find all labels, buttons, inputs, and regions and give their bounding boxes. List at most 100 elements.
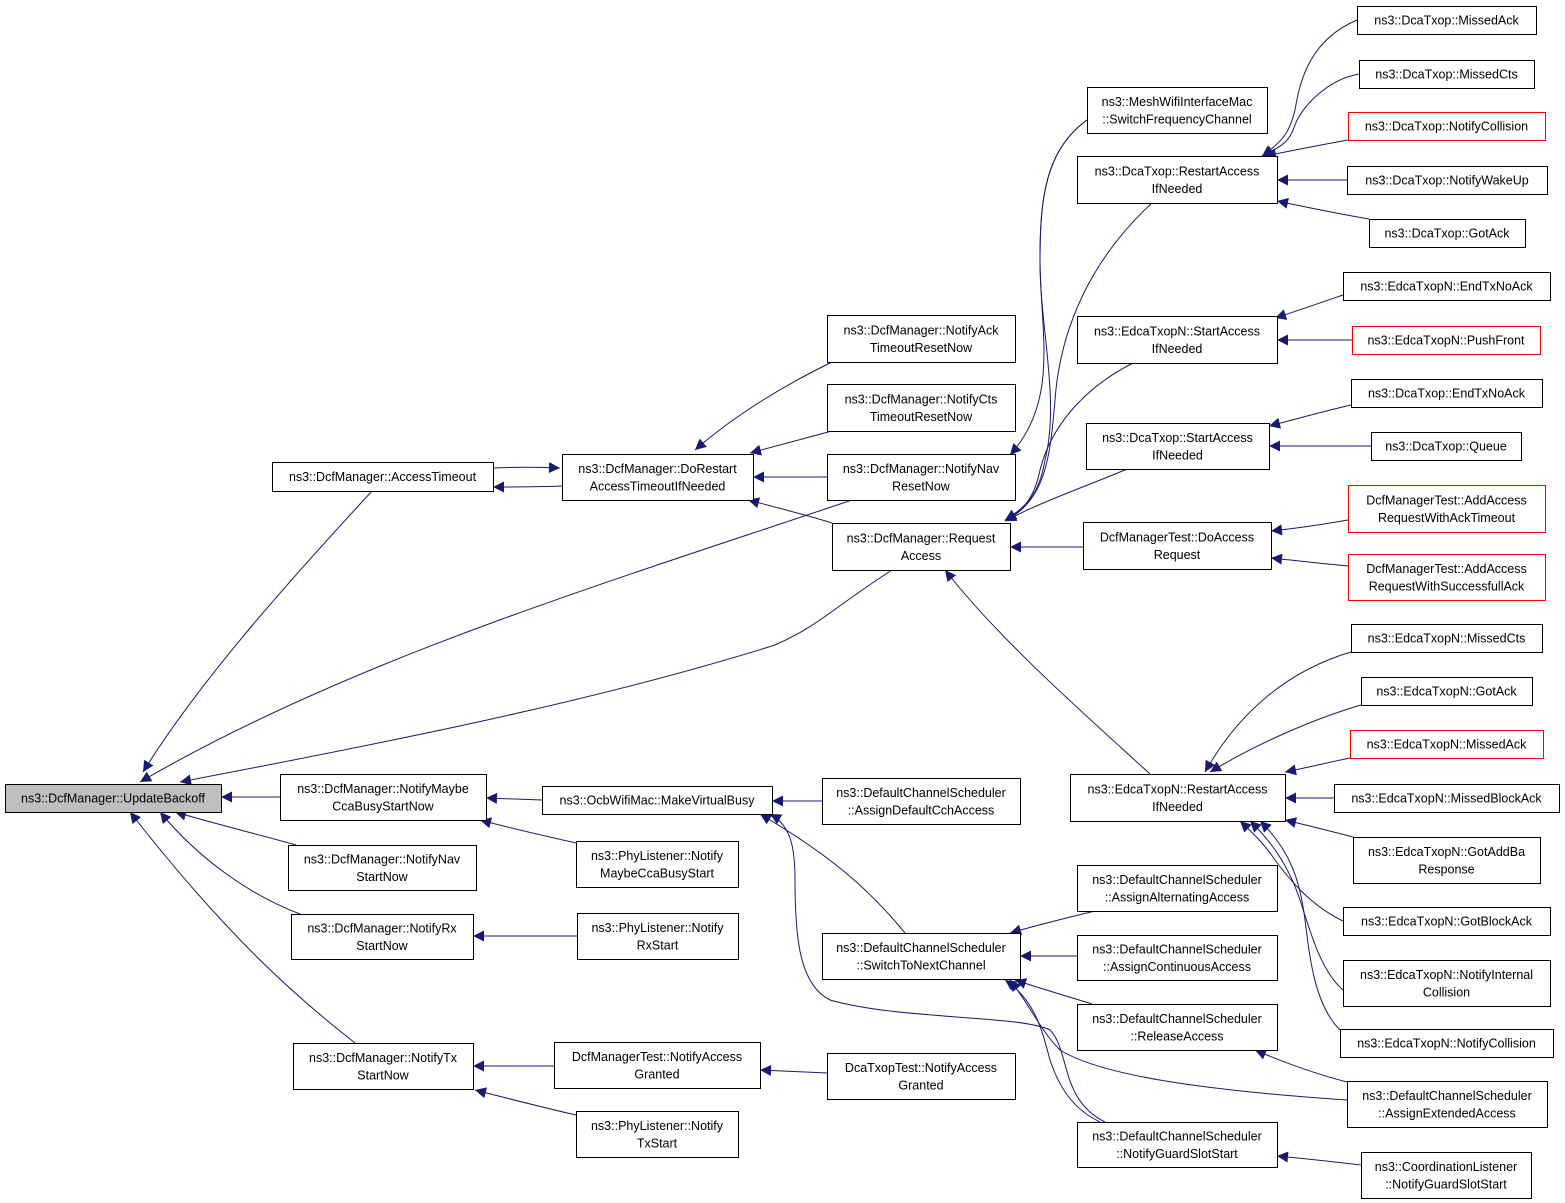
- function-node[interactable]: ns3::EdcaTxopN::PushFront: [1352, 326, 1541, 355]
- node-box: [576, 841, 739, 888]
- node-label: ns3::DefaultChannelScheduler: [1362, 1089, 1532, 1103]
- node-label: AccessTimeoutIfNeeded: [590, 479, 726, 493]
- node-label: Granted: [634, 1067, 679, 1081]
- call-edge-n30-to-n12: [1249, 820, 1344, 991]
- function-node[interactable]: ns3::DefaultChannelScheduler::AssignCont…: [1077, 935, 1278, 981]
- function-node[interactable]: ns3::DcfManager::NotifyMaybeCcaBusyStart…: [280, 774, 487, 821]
- node-label: IfNeeded: [1152, 182, 1203, 196]
- call-edge-n28-to-n12: [1284, 817, 1354, 838]
- edge-line: [1276, 1151, 1362, 1166]
- call-edge-n10-to-n6: [1004, 468, 1128, 522]
- call-edge-n13-to-n8: [1261, 19, 1358, 157]
- node-box: [1334, 784, 1560, 813]
- function-node[interactable]: ns3::EdcaTxopN::MissedCts: [1351, 624, 1543, 653]
- node-label: ns3::DcfManager::NotifyTx: [309, 1051, 458, 1065]
- node-box: [1348, 554, 1546, 601]
- node-label: ns3::DcaTxop::RestartAccess: [1095, 164, 1260, 178]
- function-node[interactable]: ns3::CoordinationListener::NotifyGuardSl…: [1361, 1152, 1532, 1199]
- edge-line: [1209, 704, 1362, 773]
- node-box: [1087, 87, 1268, 134]
- node-box: [1353, 837, 1541, 884]
- node-label: Collision: [1423, 985, 1470, 999]
- node-label: TimeoutResetNow: [870, 341, 973, 355]
- function-node[interactable]: ns3::EdcaTxopN::MissedAck: [1350, 730, 1544, 759]
- function-node[interactable]: ns3::EdcaTxopN::NotifyCollision: [1340, 1029, 1554, 1058]
- edge-layer: [129, 19, 1371, 1166]
- node-box: [1348, 485, 1546, 533]
- function-node[interactable]: ns3::DefaultChannelScheduler::NotifyGuar…: [1077, 1122, 1278, 1168]
- function-node[interactable]: DcfManagerTest::AddAccessRequestWithAckT…: [1348, 485, 1546, 533]
- node-label: RequestWithSuccessfullAck: [1369, 579, 1525, 593]
- function-node[interactable]: ns3::OcbWifiMac::MakeVirtualBusy: [542, 786, 773, 815]
- function-node[interactable]: ns3::DcfManager::NotifyAckTimeoutResetNo…: [827, 315, 1016, 363]
- node-box: [1357, 6, 1537, 35]
- function-node[interactable]: ns3::DcaTxop::Queue: [1371, 432, 1522, 461]
- function-node[interactable]: ns3::EdcaTxopN::GotBlockAck: [1343, 907, 1551, 936]
- node-box: [1361, 677, 1533, 706]
- node-label: ns3::DcaTxop::NotifyCollision: [1365, 120, 1528, 134]
- node-label: TxStart: [637, 1136, 678, 1150]
- node-label: RxStart: [637, 938, 679, 952]
- call-edge-n37-to-n0: [159, 811, 301, 915]
- function-node[interactable]: ns3::DcfManager::DoRestartAccessTimeoutI…: [562, 454, 754, 501]
- call-edge-n33-to-n32: [485, 792, 543, 804]
- function-node[interactable]: ns3::DcfManager::NotifyCtsTimeoutResetNo…: [827, 384, 1016, 432]
- function-node[interactable]: ns3::DcfManager::AccessTimeout: [272, 462, 494, 492]
- edge-line: [1254, 1049, 1348, 1083]
- node-box: [827, 1053, 1016, 1100]
- call-edge-n6-to-n0: [179, 569, 893, 786]
- function-node[interactable]: ns3::DcfManager::UpdateBackoff: [5, 784, 222, 813]
- call-edge-n25-to-n12: [1209, 704, 1362, 773]
- edge-line: [1239, 820, 1344, 922]
- function-node[interactable]: ns3::DcaTxop::NotifyWakeUp: [1347, 166, 1548, 195]
- function-node[interactable]: ns3::MeshWifiInterfaceMac::SwitchFrequen…: [1087, 87, 1268, 134]
- function-node[interactable]: ns3::DcaTxop::EndTxNoAck: [1351, 379, 1543, 408]
- node-label: StartNow: [356, 939, 408, 953]
- node-box: [827, 454, 1016, 501]
- function-node[interactable]: ns3::DefaultChannelScheduler::AssignExte…: [1347, 1081, 1548, 1128]
- node-label: ns3::EdcaTxopN::NotifyCollision: [1357, 1037, 1536, 1051]
- function-node[interactable]: ns3::DefaultChannelScheduler::AssignAlte…: [1077, 865, 1278, 912]
- function-node[interactable]: ns3::DcaTxop::NotifyCollision: [1348, 112, 1546, 141]
- edge-line: [1261, 19, 1358, 157]
- node-label: ns3::OcbWifiMac::MakeVirtualBusy: [560, 794, 756, 808]
- function-node[interactable]: ns3::DcaTxop::GotAck: [1369, 219, 1526, 248]
- node-box: [822, 933, 1021, 980]
- edge-line: [492, 462, 561, 474]
- function-node[interactable]: ns3::DefaultChannelScheduler::ReleaseAcc…: [1077, 1004, 1278, 1051]
- node-label: ns3::DefaultChannelScheduler: [1092, 873, 1262, 887]
- call-edge-n18-to-n9: [1274, 294, 1344, 320]
- function-node[interactable]: ns3::PhyListener::NotifyMaybeCcaBusyStar…: [576, 841, 739, 888]
- edge-line: [159, 811, 301, 915]
- edge-line: [747, 497, 833, 524]
- function-node[interactable]: ns3::EdcaTxopN::GotAck: [1361, 677, 1533, 706]
- node-box: [577, 913, 739, 960]
- function-node[interactable]: ns3::DcaTxop::MissedCts: [1359, 60, 1535, 89]
- call-edge-n46-to-n0: [129, 811, 356, 1044]
- function-node[interactable]: ns3::DcaTxop::MissedAck: [1357, 6, 1537, 35]
- function-node[interactable]: ns3::DefaultChannelScheduler::AssignDefa…: [822, 778, 1021, 825]
- function-node[interactable]: ns3::EdcaTxopN::EndTxNoAck: [1343, 272, 1551, 301]
- function-node[interactable]: DcfManagerTest::AddAccessRequestWithSucc…: [1348, 554, 1546, 601]
- edge-line: [174, 809, 297, 846]
- function-node[interactable]: ns3::DefaultChannelScheduler::SwitchToNe…: [822, 933, 1021, 980]
- function-node[interactable]: ns3::EdcaTxopN::MissedBlockAck: [1334, 784, 1560, 813]
- edge-line: [1270, 519, 1349, 536]
- edge-line: [1004, 468, 1128, 522]
